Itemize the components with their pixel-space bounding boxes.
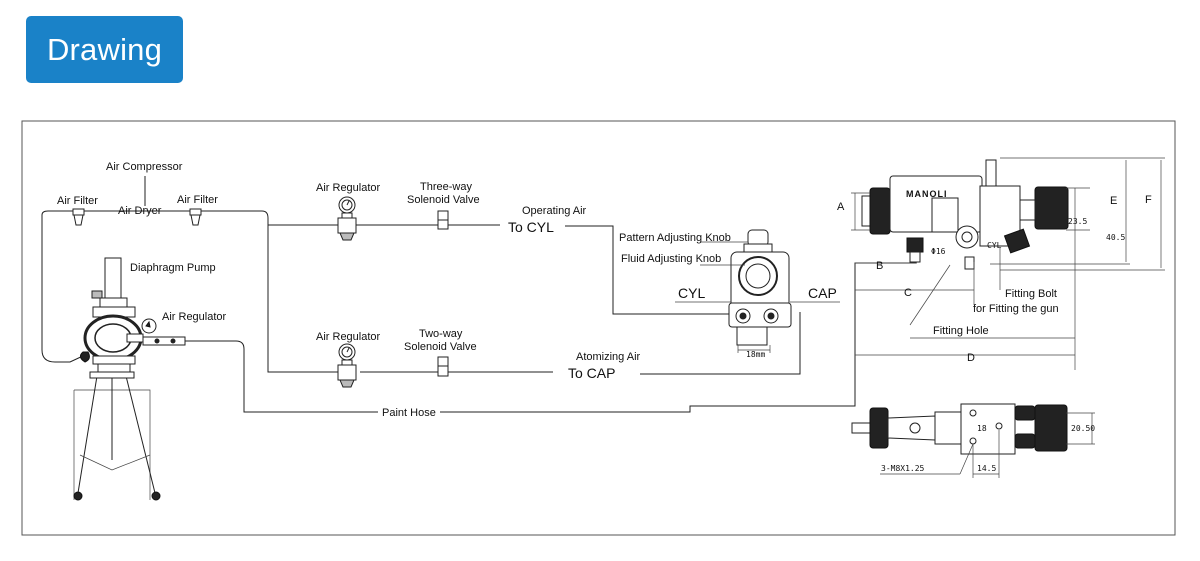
dim-14-5: 14.5 xyxy=(977,464,996,473)
label-cap-port: CAP xyxy=(808,285,837,301)
label-diaphragm-pump: Diaphragm Pump xyxy=(130,262,216,274)
air-filter-left xyxy=(72,208,85,226)
label-fitting-bolt-2: for Fitting the gun xyxy=(973,303,1059,315)
dim-label-d: D xyxy=(967,352,975,364)
dim-18: 18 xyxy=(977,424,987,433)
dim-label-c: C xyxy=(904,287,912,299)
thread-spec: 3-M8X1.25 xyxy=(881,464,925,473)
diagram-frame xyxy=(21,120,1176,536)
section-title-badge: Drawing xyxy=(26,16,183,83)
label-fluid-knob: Fluid Adjusting Knob xyxy=(621,253,721,265)
label-air-compressor: Air Compressor xyxy=(106,161,183,173)
gun-bottom-view xyxy=(851,403,1095,478)
label-two-way: Two-way xyxy=(419,328,463,340)
label-air-regulator-top: Air Regulator xyxy=(316,182,381,194)
air-filter-right xyxy=(189,208,202,226)
side-dimension-lines xyxy=(851,157,1165,370)
two-way-solenoid-valve xyxy=(437,356,449,377)
dim-label-f: F xyxy=(1145,194,1152,206)
diaphragm-pump xyxy=(79,257,186,373)
dim-20-50: 20.50 xyxy=(1071,424,1095,433)
dim-23-5: 23.5 xyxy=(1068,217,1087,226)
label-pattern-knob: Pattern Adjusting Knob xyxy=(619,232,731,244)
pump-tripod xyxy=(73,371,161,501)
label-gun-cyl: CYL xyxy=(987,241,1002,250)
label-air-regulator-bottom: Air Regulator xyxy=(316,331,381,343)
label-paint-hose: Paint Hose xyxy=(382,407,436,419)
dim-phi16: Φ16 xyxy=(931,247,946,256)
air-regulator-bottom xyxy=(337,343,357,388)
label-two-way-valve: Solenoid Valve xyxy=(404,341,477,353)
label-three-way-valve: Solenoid Valve xyxy=(407,194,480,206)
label-three-way: Three-way xyxy=(420,181,472,193)
three-way-solenoid-valve xyxy=(437,210,449,230)
label-to-cyl: To CYL xyxy=(508,219,554,235)
brand-logo: MANOLI xyxy=(906,189,948,199)
label-air-regulator-pump: Air Regulator xyxy=(162,311,227,323)
dim-40-5: 40.5 xyxy=(1106,233,1125,242)
label-air-filter-right: Air Filter xyxy=(177,194,218,206)
label-cyl-port: CYL xyxy=(678,285,705,301)
dim-label-e: E xyxy=(1110,195,1117,207)
label-operating-air: Operating Air xyxy=(522,205,587,217)
dim-label-a: A xyxy=(837,201,845,213)
air-regulator-top xyxy=(337,196,357,241)
dim-label-b: B xyxy=(876,260,883,272)
label-fitting-hole: Fitting Hole xyxy=(933,325,989,337)
dim-18mm: 18mm xyxy=(746,350,765,359)
label-air-dryer: Air Dryer xyxy=(118,205,162,217)
label-fitting-bolt: Fitting Bolt xyxy=(1005,288,1057,300)
gun-side-view: MANOLI xyxy=(861,159,1069,270)
auto-gun-front-view xyxy=(728,229,792,353)
label-atomizing-air: Atomizing Air xyxy=(576,351,641,363)
label-air-filter-left: Air Filter xyxy=(57,195,98,207)
label-to-cap: To CAP xyxy=(568,365,615,381)
